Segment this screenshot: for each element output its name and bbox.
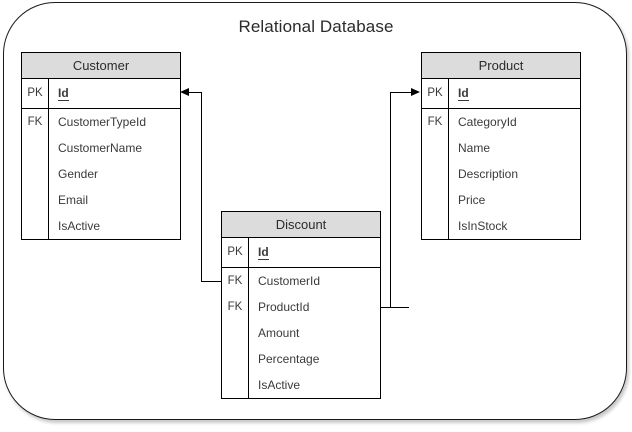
entity-attr-section-customer: FK CustomerTypeId CustomerName Gender Em… bbox=[22, 109, 180, 239]
fk-label: FK bbox=[227, 275, 243, 287]
key-label bbox=[422, 135, 448, 161]
key-column: FK bbox=[22, 109, 49, 239]
fk-label: FK bbox=[27, 116, 43, 128]
fk-label: FK bbox=[427, 116, 443, 128]
attribute-column: CustomerTypeId CustomerName Gender Email… bbox=[49, 109, 180, 239]
attribute-column: Id bbox=[249, 238, 380, 267]
attribute-row: Id bbox=[49, 79, 180, 108]
attribute-name: Id bbox=[58, 86, 69, 101]
attribute-column: CategoryId Name Description Price IsInSt… bbox=[449, 109, 580, 239]
attribute-row: Name bbox=[458, 141, 491, 155]
relationship-product-segment-vertical bbox=[390, 92, 392, 308]
attribute-column: Id bbox=[49, 79, 180, 108]
relationship-product-segment-bottom bbox=[381, 307, 409, 309]
attribute-row: Amount bbox=[258, 326, 300, 340]
attribute-name: Id bbox=[258, 245, 269, 260]
relationship-product-arrowhead bbox=[411, 88, 420, 96]
attribute-column: CustomerId ProductId Amount Percentage I… bbox=[249, 268, 380, 398]
page-title: Relational Database bbox=[238, 17, 394, 36]
key-column: FK FK bbox=[222, 268, 249, 398]
attribute-row: CustomerName bbox=[58, 141, 143, 155]
attribute-row: Id bbox=[449, 79, 580, 108]
attribute-column: Id bbox=[449, 79, 580, 108]
key-label bbox=[22, 135, 48, 161]
key-column: FK bbox=[422, 109, 449, 239]
pk-label: PK bbox=[427, 87, 443, 99]
key-label bbox=[222, 320, 248, 346]
entity-pk-section-customer: PK Id bbox=[22, 79, 180, 109]
attribute-row: CustomerId bbox=[258, 274, 321, 288]
key-label bbox=[22, 161, 48, 187]
entity-attr-section-discount: FK FK CustomerId ProductId Amount Percen… bbox=[222, 268, 380, 398]
key-label bbox=[422, 187, 448, 213]
attribute-name: Id bbox=[458, 86, 469, 101]
attribute-row: Gender bbox=[58, 167, 99, 181]
key-label bbox=[222, 372, 248, 398]
relationship-customer-segment-top bbox=[188, 92, 202, 94]
entity-pk-section-product: PK Id bbox=[422, 79, 580, 109]
key-label bbox=[222, 346, 248, 372]
entity-pk-section-discount: PK Id bbox=[222, 238, 380, 268]
pk-label: PK bbox=[227, 246, 243, 258]
entity-table-discount[interactable]: Discount PK Id FK FK CustomerId ProductI… bbox=[221, 211, 381, 399]
attribute-row: IsInStock bbox=[458, 219, 508, 233]
pk-label: PK bbox=[27, 87, 43, 99]
attribute-row: ProductId bbox=[258, 300, 310, 314]
attribute-row: Description bbox=[458, 167, 519, 181]
key-label bbox=[422, 161, 448, 187]
relationship-customer-arrowhead bbox=[180, 88, 189, 96]
entity-title-discount: Discount bbox=[222, 212, 380, 238]
attribute-row: Price bbox=[458, 193, 486, 207]
attribute-row: Percentage bbox=[258, 352, 320, 366]
key-column: PK bbox=[222, 238, 249, 267]
entity-table-customer[interactable]: Customer PK Id FK CustomerTypeId Custome… bbox=[21, 52, 181, 240]
key-label bbox=[22, 213, 48, 239]
key-column: PK bbox=[422, 79, 449, 108]
attribute-row: IsActive bbox=[58, 219, 101, 233]
entity-title-customer: Customer bbox=[22, 53, 180, 79]
diagram-outer-frame bbox=[3, 2, 627, 420]
fk-label: FK bbox=[227, 301, 243, 313]
key-column: PK bbox=[22, 79, 49, 108]
key-label bbox=[22, 187, 48, 213]
attribute-row: IsActive bbox=[258, 378, 301, 392]
entity-title-product: Product bbox=[422, 53, 580, 79]
attribute-row: CustomerTypeId bbox=[58, 115, 147, 129]
attribute-row: Id bbox=[249, 238, 380, 267]
attribute-row: Email bbox=[58, 193, 89, 207]
relationship-customer-segment-bottom bbox=[201, 281, 222, 283]
entity-table-product[interactable]: Product PK Id FK CategoryId Name Descrip… bbox=[421, 52, 581, 240]
relationship-product-segment-top bbox=[390, 92, 413, 94]
relationship-customer-segment-vertical bbox=[201, 92, 203, 282]
key-label bbox=[422, 213, 448, 239]
attribute-row: CategoryId bbox=[458, 115, 517, 129]
entity-attr-section-product: FK CategoryId Name Description Price IsI… bbox=[422, 109, 580, 239]
